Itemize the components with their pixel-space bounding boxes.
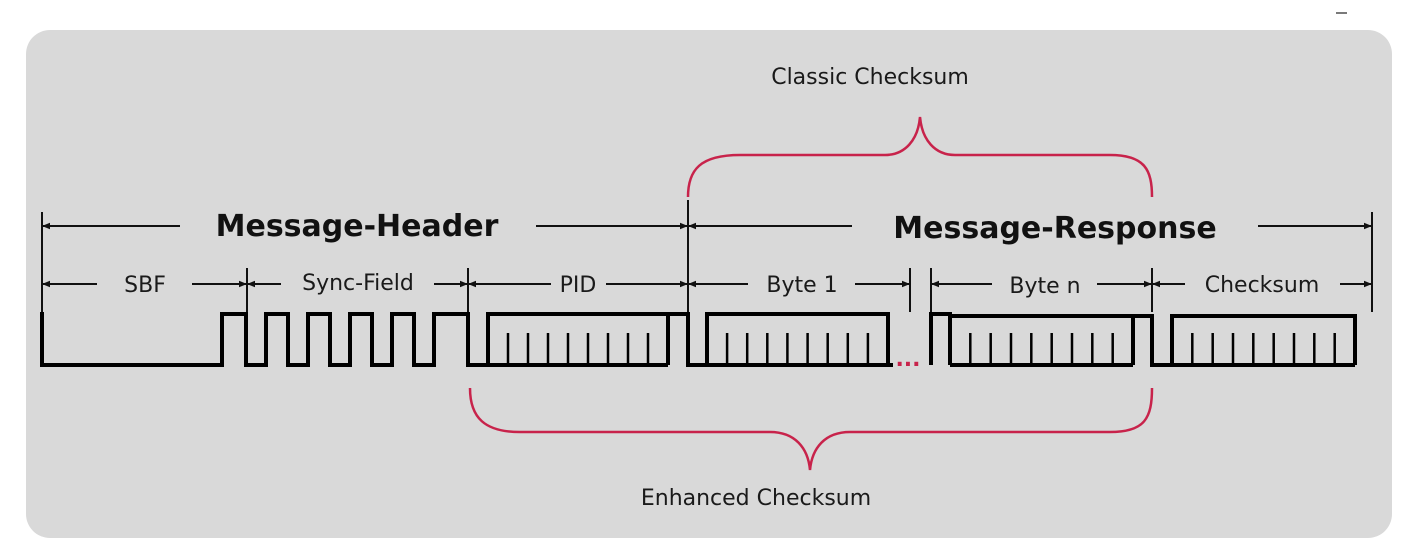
byte1-dimension: Byte 1 xyxy=(688,273,910,298)
message-header-dimension: Message-Header xyxy=(42,209,688,244)
ellipsis-mark: ... xyxy=(895,347,920,372)
byte1-label: Byte 1 xyxy=(766,273,837,298)
enhanced-checksum-brace xyxy=(468,387,1154,471)
window-minimize-mark xyxy=(1336,12,1347,14)
message-header-label: Message-Header xyxy=(216,209,499,244)
signal-waveform-continued xyxy=(929,312,1357,367)
byte-frame-walls xyxy=(486,314,1355,367)
message-response-label: Message-Response xyxy=(893,211,1216,246)
checksum-dimension: Checksum xyxy=(1152,273,1372,298)
boundary-ticks xyxy=(41,200,1373,312)
data-bit-ticks xyxy=(506,333,1336,365)
sbf-dimension: SBF xyxy=(42,273,247,298)
sync-field-label: Sync-Field xyxy=(302,271,414,296)
message-response-dimension: Message-Response xyxy=(688,211,1372,246)
enhanced-checksum-label: Enhanced Checksum xyxy=(641,486,871,511)
sbf-label: SBF xyxy=(124,273,166,298)
classic-checksum-label: Classic Checksum xyxy=(771,65,969,90)
byten-label: Byte n xyxy=(1009,274,1080,299)
pid-label: PID xyxy=(560,273,597,298)
signal-waveform xyxy=(40,312,893,367)
pid-dimension: PID xyxy=(468,273,688,298)
byten-dimension: Byte n xyxy=(931,274,1152,299)
sync-field-dimension: Sync-Field xyxy=(247,271,468,296)
classic-checksum-brace xyxy=(686,116,1154,198)
checksum-label: Checksum xyxy=(1205,273,1320,298)
